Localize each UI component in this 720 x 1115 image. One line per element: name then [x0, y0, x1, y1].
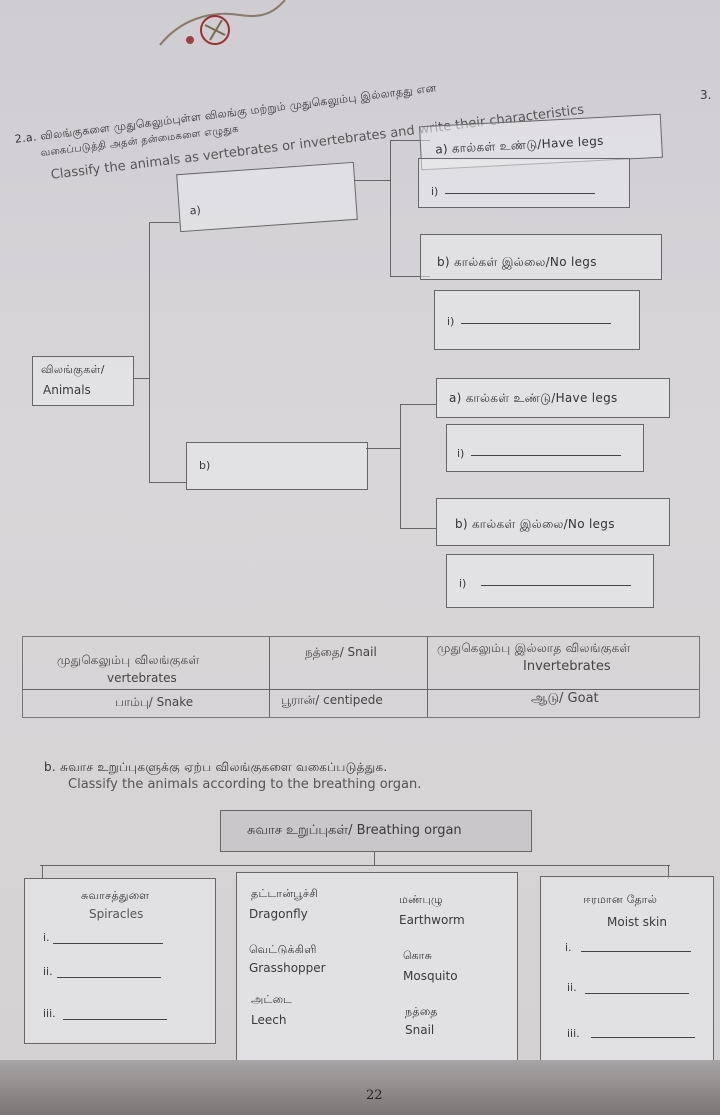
no-legs-answer-box-1[interactable]: i) — [434, 290, 640, 350]
connector-line — [374, 851, 375, 865]
animal-english: Grasshopper — [249, 961, 326, 975]
connector-line — [400, 528, 436, 529]
q2b-english: Classify the animals according to the br… — [68, 777, 422, 792]
connector-line — [133, 378, 149, 379]
have-legs-answer-box-1[interactable]: i) — [418, 158, 630, 208]
box-a-label: a) — [189, 203, 202, 218]
table-col-divider — [427, 637, 428, 717]
breathing-organ-header: சுவாச உறுப்புகள்/ Breathing organ — [220, 810, 532, 852]
table-col1-head-tamil: முதுகெலும்பு விலங்குகள் — [57, 653, 200, 667]
blank-label: i) — [431, 185, 439, 198]
spiracles-box: சுவாசத்துளை Spiracles i. ii. iii. — [24, 878, 216, 1044]
connector-line — [400, 404, 436, 405]
spiracles-answer-blank-3[interactable] — [63, 1019, 167, 1020]
have-legs-label-2: a) கால்கள் உண்டு/Have legs — [449, 391, 618, 405]
spiracles-answer-blank-1[interactable] — [53, 943, 163, 944]
breathing-organ-header-text: சுவாச உறுப்புகள்/ Breathing organ — [247, 823, 462, 838]
box-b-label: b) — [199, 459, 211, 472]
answer-blank[interactable] — [471, 455, 621, 456]
page-number: 22 — [366, 1088, 383, 1103]
animal-english: Earthworm — [399, 913, 465, 927]
answer-blank[interactable] — [461, 323, 611, 324]
answer-blank[interactable] — [445, 193, 595, 194]
animal-tamil: கொசு — [403, 949, 433, 962]
animal-tamil: நத்தை — [405, 1005, 438, 1018]
connector-line — [390, 140, 391, 276]
connector-line — [390, 276, 430, 277]
no-legs-label-2: b) கால்கள் இல்லை/No legs — [455, 517, 615, 531]
no-legs-label-1: b) கால்கள் இல்லை/No legs — [437, 255, 597, 269]
arrow-down-icon — [668, 865, 669, 879]
animal-english: Snail — [405, 1023, 435, 1037]
no-legs-box-1: b) கால்கள் இல்லை/No legs — [420, 234, 662, 280]
animal-classification-table: முதுகெலும்பு விலங்குகள் vertebrates நத்த… — [22, 636, 700, 718]
connector-line — [354, 180, 390, 181]
root-english: Animals — [43, 383, 91, 397]
connector-line — [390, 140, 430, 141]
table-cell: ஆடு/ Goat — [531, 691, 599, 706]
table-cell: பாம்பு/ Snake — [115, 695, 194, 709]
have-legs-answer-box-2[interactable]: i) — [446, 424, 644, 472]
blank-label: i. — [565, 941, 572, 954]
moist-skin-answer-blank-3[interactable] — [591, 1037, 695, 1038]
table-col1-head-en: vertebrates — [107, 671, 177, 685]
animals-list-box: தட்டான்பூச்சி Dragonfly மண்புழு Earthwor… — [236, 872, 518, 1066]
blank-label: i) — [457, 447, 465, 460]
moist-skin-box: ஈரமான தோல் Moist skin i. ii. iii. — [540, 876, 714, 1062]
side-page-number: 3. — [700, 88, 712, 102]
blank-label: ii. — [567, 981, 577, 994]
vertebrates-answer-box[interactable]: a) — [176, 161, 358, 233]
table-row-divider — [23, 689, 699, 690]
q2b-tamil: b. சுவாச உறுப்புகளுக்கு ஏற்ப விலங்குகளை … — [44, 760, 388, 774]
connector-line — [40, 865, 670, 866]
blank-label: iii. — [567, 1027, 580, 1040]
spiracles-english: Spiracles — [89, 907, 144, 921]
connector-line — [366, 448, 400, 449]
have-legs-box-2: a) கால்கள் உண்டு/Have legs — [436, 378, 670, 418]
table-col2-head: நத்தை/ Snail — [305, 645, 377, 659]
invertebrates-answer-box[interactable]: b) — [186, 442, 368, 490]
animal-tamil: அட்டை — [251, 993, 293, 1006]
answer-blank[interactable] — [481, 585, 631, 586]
blank-label: i) — [447, 315, 455, 328]
moist-skin-tamil: ஈரமான தோல் — [583, 893, 658, 906]
blank-label: iii. — [43, 1007, 56, 1020]
moist-skin-answer-blank-2[interactable] — [585, 993, 689, 994]
animal-english: Mosquito — [403, 969, 458, 983]
connector-line — [149, 222, 179, 223]
blank-label: i. — [43, 931, 50, 944]
connector-line — [149, 482, 187, 483]
decorative-ornament-icon — [159, 0, 286, 46]
root-tamil: விலங்குகள்/ — [41, 363, 105, 376]
spiracles-tamil: சுவாசத்துளை — [81, 889, 150, 902]
moist-skin-english: Moist skin — [607, 915, 667, 929]
connector-line — [149, 222, 150, 482]
table-cell: பூரான்/ centipede — [281, 693, 383, 707]
animal-english: Dragonfly — [249, 907, 308, 921]
animal-tamil: தட்டான்பூச்சி — [251, 887, 319, 900]
arrow-down-icon — [42, 865, 43, 879]
connector-line — [400, 404, 401, 528]
animal-tamil: மண்புழு — [399, 893, 443, 906]
no-legs-answer-box-2[interactable]: i) — [446, 554, 654, 608]
moist-skin-answer-blank-1[interactable] — [581, 951, 691, 952]
blank-label: i) — [459, 577, 467, 590]
spiracles-answer-blank-2[interactable] — [57, 977, 161, 978]
no-legs-box-2: b) கால்கள் இல்லை/No legs — [436, 498, 670, 546]
animal-english: Leech — [251, 1013, 287, 1027]
animals-root-box: விலங்குகள்/ Animals — [32, 356, 134, 406]
blank-label: ii. — [43, 965, 53, 978]
page-shadow-edge — [0, 1060, 720, 1115]
have-legs-label-1: a) கால்கள் உண்டு/Have legs — [434, 133, 604, 157]
table-col-divider — [269, 637, 270, 717]
table-col3-head-en: Invertebrates — [523, 659, 611, 674]
table-col3-head-tamil: முதுகெலும்பு இல்லாத விலங்குகள் — [437, 641, 631, 655]
animal-tamil: வெட்டுக்கிளி — [249, 943, 317, 956]
